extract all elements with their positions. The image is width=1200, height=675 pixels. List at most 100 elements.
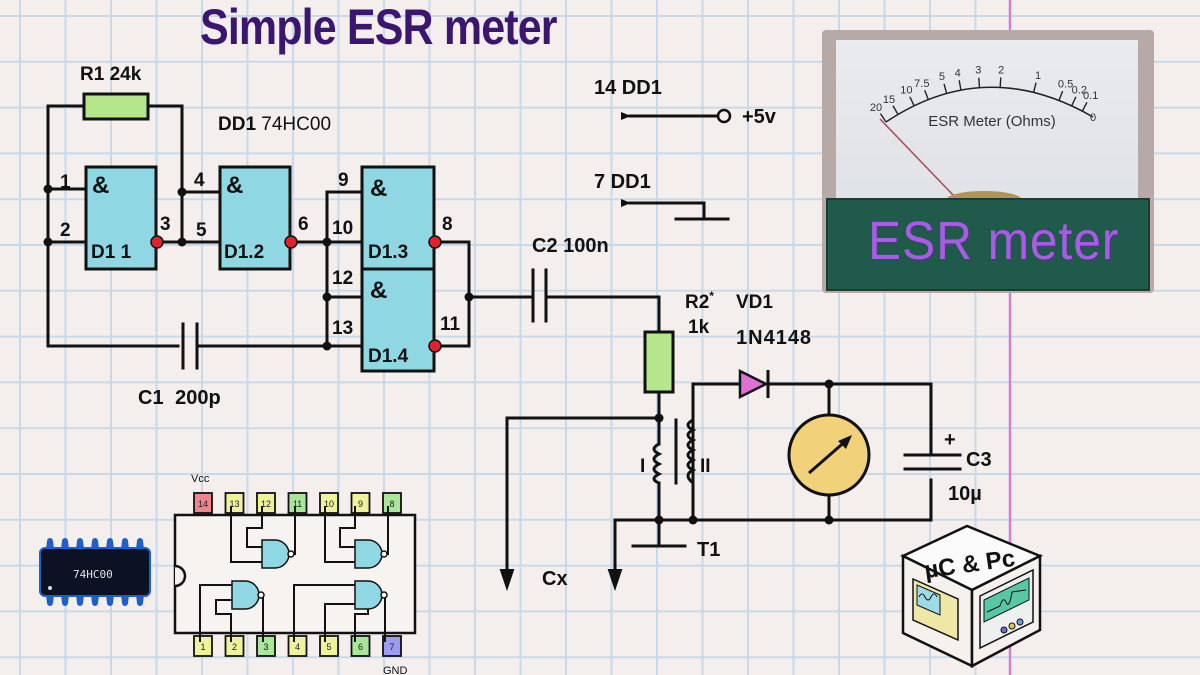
meter-tick [892,105,899,115]
chip-leg [61,595,69,606]
meter-tick [1032,82,1037,93]
meter-tick-label: 0.1 [1083,90,1098,102]
wire-r1-top [46,104,184,244]
pin-number: 4 [295,642,300,652]
chip-leg [46,595,54,606]
vcc-pin-label: 14 DD1 [594,77,662,99]
meter-tick [958,80,962,91]
gate-d1-2-name: D1.2 [224,242,264,263]
meter-tick-label: 10 [900,85,912,97]
pin-number: 3 [263,642,268,652]
inversion-bubble-pin6 [284,235,298,249]
chip-leg [76,595,84,606]
cx-arrow-left [499,569,515,592]
logo-uc-pc: µC & Pc [900,524,1044,669]
wire-c2-to-r2 [545,295,661,334]
meter-tick [999,77,1002,88]
junction-dots [43,184,834,525]
capacitor-c2-plates [531,268,548,323]
wire-gate34-input-bus [325,190,364,348]
meter-tick [1058,90,1064,101]
pin-label-5: 5 [196,220,207,241]
pinout-gnd-label: GND [383,665,408,675]
pin-number: 7 [389,642,394,652]
pin-label-9: 9 [338,170,349,191]
chip-photo-74hc00: 74HC00 [39,538,151,606]
meter-label-band: ESR meter [826,198,1150,291]
capacitor-c1-plates [181,322,199,370]
pin-number: 1 [200,642,205,652]
inversion-bubble-pin8 [428,235,442,249]
pinout-vcc-label: Vcc [191,473,210,485]
pin-label-6: 6 [298,214,309,235]
chip-leg [121,595,129,606]
pin-label-8: 8 [442,214,453,235]
pin-3 [256,635,276,657]
chip-leg [106,595,114,606]
chip-leg [76,538,84,549]
meter-arrowhead [838,435,852,449]
meter-tick [879,113,887,123]
r1-label: R1 24k [80,64,142,85]
pin-label-2: 2 [60,220,71,241]
meter-tick [1081,101,1088,112]
pin-number: 12 [261,499,271,509]
page-title: Simple ESR meter [200,0,558,55]
vd1-value: 1N4148 [736,327,812,349]
meter-tick-label: 2 [998,64,1004,76]
resistor-r1 [82,92,150,121]
gate-d1-1-name: D1 1 [91,242,132,263]
wire-bottom-bus [613,478,933,522]
meter-tick-label: 0.5 [1058,79,1073,91]
pin-label-13: 13 [332,318,353,339]
meter-tick-label: 4 [955,67,961,79]
pin-label-3: 3 [160,214,171,235]
chip-leg [91,595,99,606]
c3-polarity: + [944,429,956,451]
chip-marking: 74HC00 [73,568,113,581]
vcc-supply-label: +5v [742,106,777,128]
meter-tick-label: 0.2 [1072,85,1087,97]
chip-leg [106,538,114,549]
pin-label-12: 12 [332,268,353,289]
c2-label: C2 100n [532,235,609,257]
inductor-primary-coil [652,442,663,485]
vcc-terminal [716,108,732,124]
pin-number: 2 [232,642,237,652]
gnd-pin-label: 7 DD1 [594,171,651,193]
pin-number: 11 [293,499,302,509]
gate-d1-2-symbol: & [226,172,243,199]
chip-leg [121,538,129,549]
meter-tick-label: 15 [883,94,895,106]
pin-label-11: 11 [440,314,461,335]
gate-d1-4-name: D1.4 [368,346,409,367]
c3-label: C3 [966,449,992,471]
chip-leg [136,595,144,606]
meter-band-text: ESR meter [868,211,1120,271]
inversion-bubble-pin11 [428,339,442,353]
resistor-r2 [643,330,675,394]
pin-label-1: 1 [60,172,71,193]
wire-cx-left [505,416,661,572]
gate-d1-4 [360,267,436,373]
meter-tick [909,96,915,107]
meter-tick-label: 20 [870,102,882,114]
c3-value: 10µ [948,483,982,505]
pin-14 [193,492,213,514]
meter-tick [978,77,981,88]
pin-label-10: 10 [332,218,353,239]
t1-label: T1 [697,539,720,561]
gate-d1-3-name: D1.3 [368,242,408,263]
meter-needle [879,118,955,197]
pin-7 [382,635,402,657]
gate-d1-3-symbol: & [370,175,387,202]
vd1-label: VD1 [736,292,773,313]
meter-tick [924,89,929,100]
pin-number: 14 [198,499,208,509]
pin-number: 9 [358,499,363,509]
c1-label: C1 200p [138,387,221,409]
